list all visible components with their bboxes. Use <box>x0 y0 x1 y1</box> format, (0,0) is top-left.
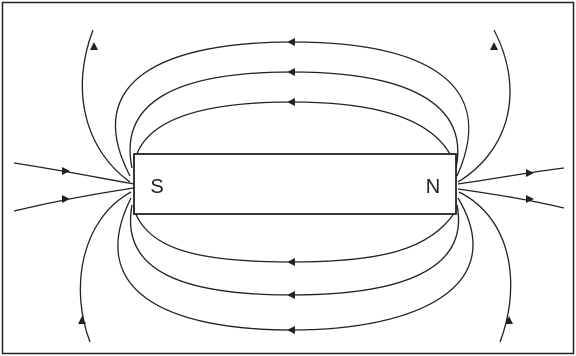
arrow-icon <box>287 291 295 299</box>
arrow-icon <box>90 42 98 50</box>
field-line-upper-right-open <box>457 29 511 183</box>
arrow-icon <box>62 195 70 203</box>
bar-magnet <box>133 153 457 215</box>
arrow-icon <box>287 98 295 106</box>
arrow-icon <box>78 316 86 324</box>
north-pole-label: N <box>426 176 440 198</box>
field-line-right-1 <box>457 167 565 185</box>
arrow-icon <box>526 195 534 203</box>
arrow-icon <box>287 38 295 46</box>
arrow-icon <box>505 316 513 324</box>
field-line-upper-1 <box>134 101 454 161</box>
arrow-icon <box>287 326 295 334</box>
arrow-icon <box>526 169 534 177</box>
arrow-icon <box>287 68 295 76</box>
field-line-right-2 <box>457 188 565 209</box>
field-line-upper-left-open <box>81 29 131 183</box>
south-pole-label: S <box>150 176 163 198</box>
arrow-icon <box>62 167 70 175</box>
field-line-lower-3 <box>117 197 474 331</box>
field-line-lower-1 <box>134 211 456 263</box>
arrow-icon <box>287 258 295 266</box>
field-arrows <box>62 38 534 334</box>
arrow-icon <box>490 42 498 50</box>
field-line-left-1 <box>13 162 135 185</box>
field-line-left-2 <box>13 187 135 212</box>
